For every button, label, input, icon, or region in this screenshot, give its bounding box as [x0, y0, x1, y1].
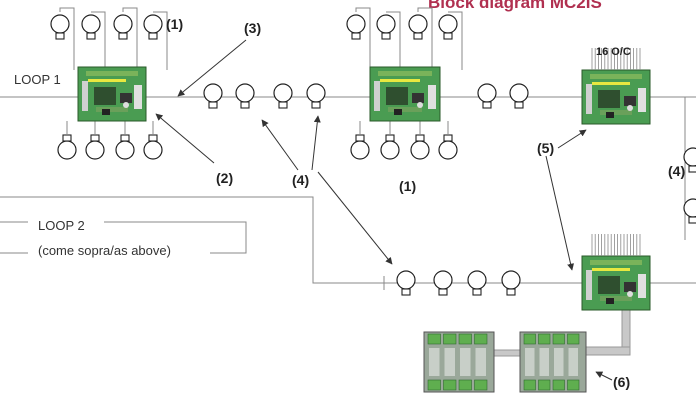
- detector-icon: [50, 14, 70, 40]
- callout-5-arrow-a: [557, 129, 587, 149]
- detector-icon: [81, 14, 101, 40]
- output-board-16oc-bottom: [581, 234, 651, 311]
- loop2-label: LOOP 2: [38, 218, 85, 233]
- control-board-middle: [369, 66, 441, 122]
- detector-icon: [433, 270, 453, 296]
- detector-icon: [683, 147, 696, 173]
- sensor-wire: [448, 11, 463, 70]
- sensor-wire: [153, 11, 168, 70]
- callout-4-arrow-a: [261, 119, 299, 171]
- loop2-wire: [0, 196, 583, 284]
- sensor-wire: [386, 11, 401, 70]
- callout-6: (6): [613, 374, 631, 390]
- sensor-wire: [59, 7, 75, 70]
- detector-icon: [683, 198, 696, 224]
- detector-icon: [408, 14, 428, 40]
- callout-2: (2): [216, 170, 234, 186]
- relay-module-left: [423, 331, 495, 393]
- relay-module-right: [519, 331, 587, 393]
- detector-icon: [438, 14, 458, 40]
- detector-icon: [467, 270, 487, 296]
- detector-icon: [350, 134, 370, 160]
- detector-icon: [306, 83, 326, 109]
- control-board-left: [77, 66, 147, 122]
- callout-1-mid: (1): [399, 178, 417, 194]
- callout-4-right: (4): [668, 163, 686, 179]
- detector-icon: [85, 134, 105, 160]
- detector-icon: [57, 134, 77, 160]
- detector-icon: [113, 14, 133, 40]
- detector-icon: [509, 83, 529, 109]
- detector-icon: [380, 134, 400, 160]
- callout-3: (3): [244, 20, 262, 36]
- diagram-title: Block diagram MC2IS: [428, 0, 602, 12]
- loop2-note: (come sopra/as above): [38, 243, 171, 258]
- detector-icon: [115, 134, 135, 160]
- detector-icon: [143, 14, 163, 40]
- detector-icon: [396, 270, 416, 296]
- callout-4-mid: (4): [292, 172, 310, 188]
- callout-4-arrow-c: [317, 171, 393, 265]
- oc16-label: 16 O/C: [596, 46, 631, 58]
- sensor-wire: [122, 7, 138, 70]
- sensor-wire: [417, 7, 433, 70]
- detector-icon: [501, 270, 521, 296]
- loop2-wire: [104, 221, 247, 254]
- callout-1-top: (1): [166, 16, 184, 32]
- bus-cable: [583, 346, 631, 356]
- output-board-16oc-top: [581, 48, 651, 125]
- detector-icon: [438, 134, 458, 160]
- loop1-label: LOOP 1: [14, 72, 61, 87]
- detector-icon: [203, 83, 223, 109]
- callout-2-arrow: [155, 113, 215, 164]
- sensor-wire: [355, 7, 371, 70]
- callout-4-arrow-b: [311, 115, 321, 171]
- callout-3-arrow: [177, 39, 247, 97]
- detector-icon: [143, 134, 163, 160]
- detector-icon: [376, 14, 396, 40]
- callout-5-arrow-b: [545, 155, 575, 271]
- sensor-wire: [91, 11, 106, 70]
- detector-icon: [410, 134, 430, 160]
- detector-icon: [235, 83, 255, 109]
- detector-icon: [346, 14, 366, 40]
- bus-cable: [621, 309, 631, 353]
- detector-icon: [477, 83, 497, 109]
- callout-6-arrow: [595, 371, 613, 381]
- callout-5: (5): [537, 140, 555, 156]
- detector-icon: [273, 83, 293, 109]
